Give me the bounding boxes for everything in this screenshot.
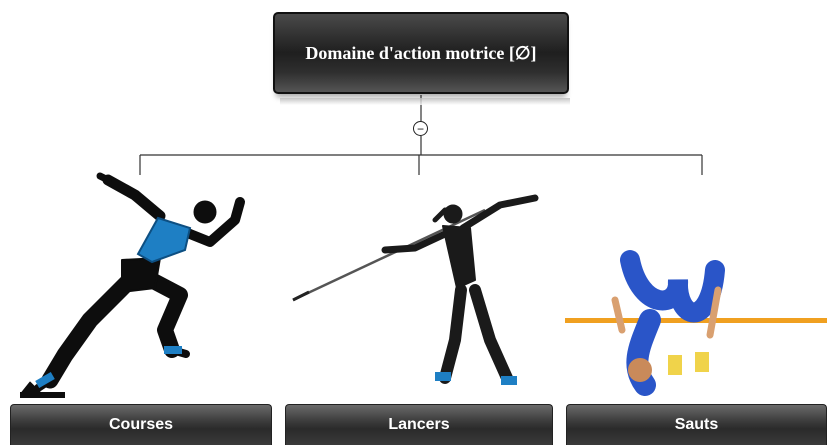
child-node-label: Lancers — [388, 416, 450, 433]
root-node-label: Domaine d'action motrice [∅] — [305, 42, 537, 63]
javelin-thrower-illustration — [292, 194, 539, 385]
high-jumper-illustration — [565, 250, 827, 396]
root-node-reflection — [280, 98, 570, 105]
child-node-sauts[interactable]: Sauts — [566, 404, 827, 445]
child-node-lancers[interactable]: Lancers — [285, 404, 553, 445]
root-node[interactable]: Domaine d'action motrice [∅] — [273, 12, 569, 94]
child-node-label: Sauts — [674, 416, 719, 433]
collapse-toggle-icon[interactable]: − — [413, 121, 428, 136]
collapse-toggle-symbol: − — [416, 121, 424, 136]
child-node-label: Courses — [108, 416, 174, 433]
child-node-courses[interactable]: Courses — [10, 404, 272, 445]
sprinter-illustration — [20, 172, 245, 398]
